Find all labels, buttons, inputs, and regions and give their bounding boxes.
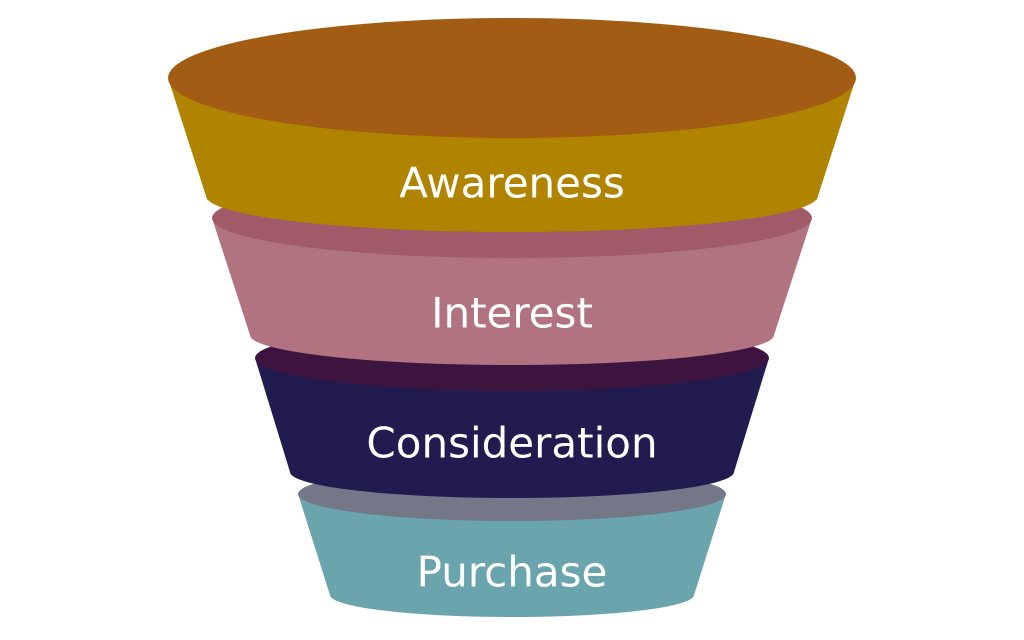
funnel-stage-consideration-label: Consideration — [366, 419, 657, 468]
funnel-stage-interest-body — [212, 218, 812, 365]
funnel-stage-awareness-label: Awareness — [399, 159, 625, 208]
funnel-stage-consideration-body — [255, 358, 769, 498]
funnel-stage-interest-label: Interest — [431, 289, 593, 338]
funnel-stage-purchase-label: Purchase — [417, 548, 608, 597]
funnel-stage-awareness-top — [168, 18, 856, 138]
funnel-stage-awareness: Awareness — [168, 18, 856, 232]
funnel-stage-purchase-body — [298, 494, 726, 617]
